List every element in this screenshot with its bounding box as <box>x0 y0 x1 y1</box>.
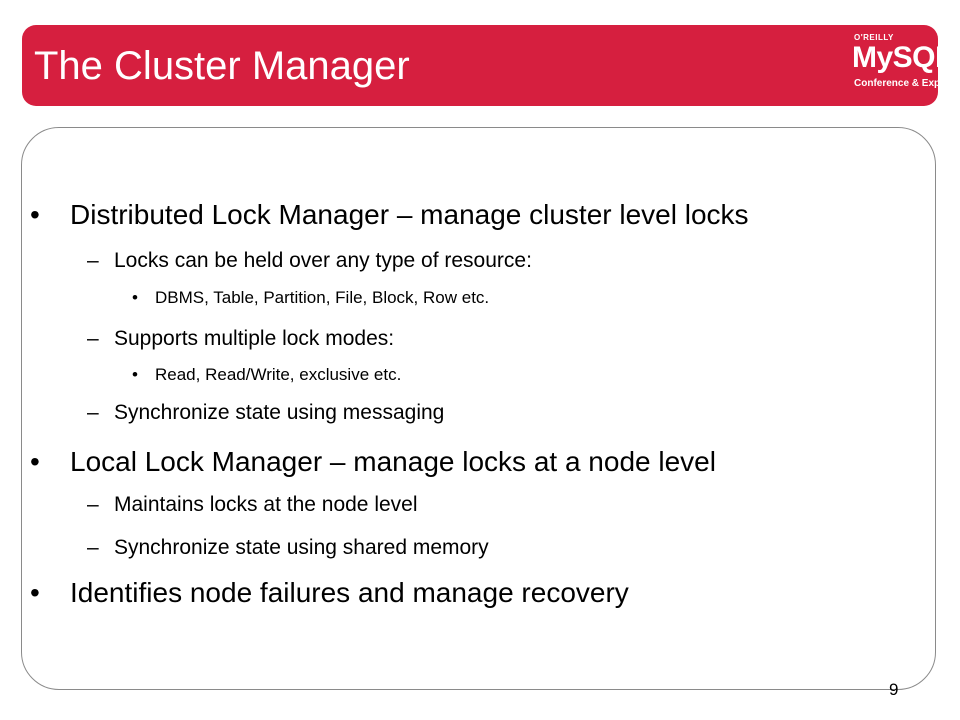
bullet-item: Local Lock Manager – manage locks at a n… <box>70 446 716 477</box>
sub-bullet-item: Synchronize state using shared memory <box>114 536 489 559</box>
sub-bullet-marker: – <box>87 327 99 350</box>
page-number: 9 <box>889 680 899 699</box>
logo-event: Conference & Expo <box>854 78 947 89</box>
logo-publisher: O'REILLY <box>854 33 894 42</box>
mysql-conference-logo: O'REILLY MySQL Conference & Expo <box>852 31 953 101</box>
logo-product: MySQL <box>852 41 953 74</box>
sub-sub-bullet-item: Read, Read/Write, exclusive etc. <box>155 365 402 384</box>
sub-sub-bullet-marker: • <box>132 365 138 384</box>
content-frame <box>21 127 936 690</box>
sub-bullet-item: Supports multiple lock modes: <box>114 327 395 350</box>
sub-bullet-marker: – <box>87 493 99 516</box>
sub-bullet-item: Locks can be held over any type of resou… <box>114 249 532 272</box>
bullet-marker: • <box>30 446 40 477</box>
sub-bullet-marker: – <box>87 536 99 559</box>
sub-bullet-marker: – <box>87 249 99 272</box>
bullet-marker: • <box>30 199 40 230</box>
bullet-marker: • <box>30 577 40 608</box>
sub-sub-bullet-marker: • <box>132 288 138 307</box>
sub-bullet-marker: – <box>87 401 99 424</box>
sub-bullet-item: Maintains locks at the node level <box>114 493 418 516</box>
bullet-item: Distributed Lock Manager – manage cluste… <box>70 199 749 230</box>
slide-title: The Cluster Manager <box>34 44 410 88</box>
title-bar: The Cluster Manager O'REILLY MySQL Confe… <box>22 25 953 106</box>
bullet-item: Identifies node failures and manage reco… <box>70 577 629 608</box>
sub-sub-bullet-item: DBMS, Table, Partition, File, Block, Row… <box>155 288 490 307</box>
sub-bullet-item: Synchronize state using messaging <box>114 401 445 424</box>
